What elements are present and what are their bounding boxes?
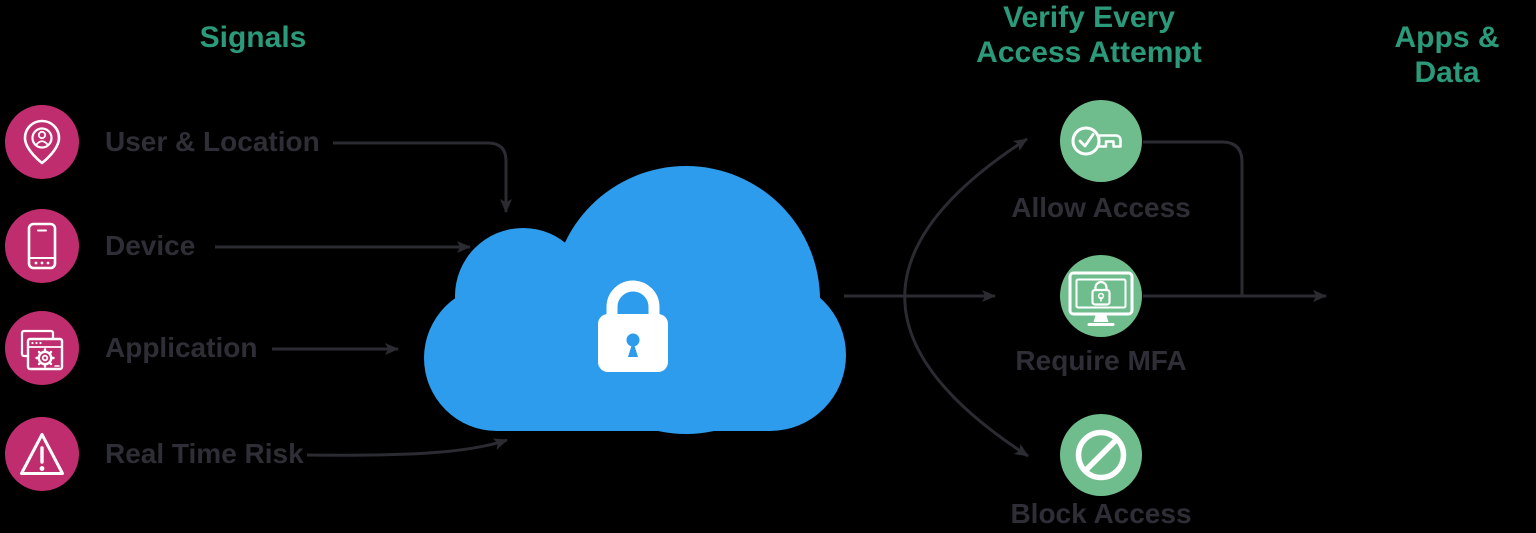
application-icon: [5, 311, 79, 385]
signal-label-application: Application: [105, 332, 258, 363]
user-location-icon: [5, 105, 79, 179]
prohibition-icon: [1060, 414, 1142, 496]
outcome-label-allow-access: Allow Access: [1011, 192, 1191, 223]
connector-allow-to-junction: [1143, 140, 1244, 296]
outcome-label-require-mfa: Require MFA: [1015, 345, 1187, 376]
device-icon: [5, 209, 79, 283]
verify-heading-line1: Verify Every: [1003, 1, 1175, 34]
signals-heading: Signals: [199, 21, 307, 54]
key-check-icon: [1060, 100, 1142, 182]
monitor-lock-icon: [1060, 255, 1142, 337]
branch-arc-allow-block: [903, 137, 1029, 458]
cloud-lock-icon: [424, 166, 846, 434]
outcome-label-block-access: Block Access: [1010, 498, 1192, 529]
signal-label-device: Device: [105, 230, 196, 261]
arrow-risk-to-cloud: [306, 438, 508, 457]
real-time-risk-icon: [5, 417, 79, 491]
apps-data-heading: Apps & Data: [1394, 21, 1500, 89]
padlock-icon: [598, 280, 668, 372]
verify-heading-line2: Access Attempt: [976, 36, 1202, 69]
signal-label-user-location: User & Location: [105, 126, 320, 157]
arrow-user-location-to-cloud: [333, 141, 512, 213]
verify-heading: Verify Every Access Attempt: [959, 0, 1219, 70]
signal-label-real-time-risk: Real Time Risk: [105, 438, 304, 469]
